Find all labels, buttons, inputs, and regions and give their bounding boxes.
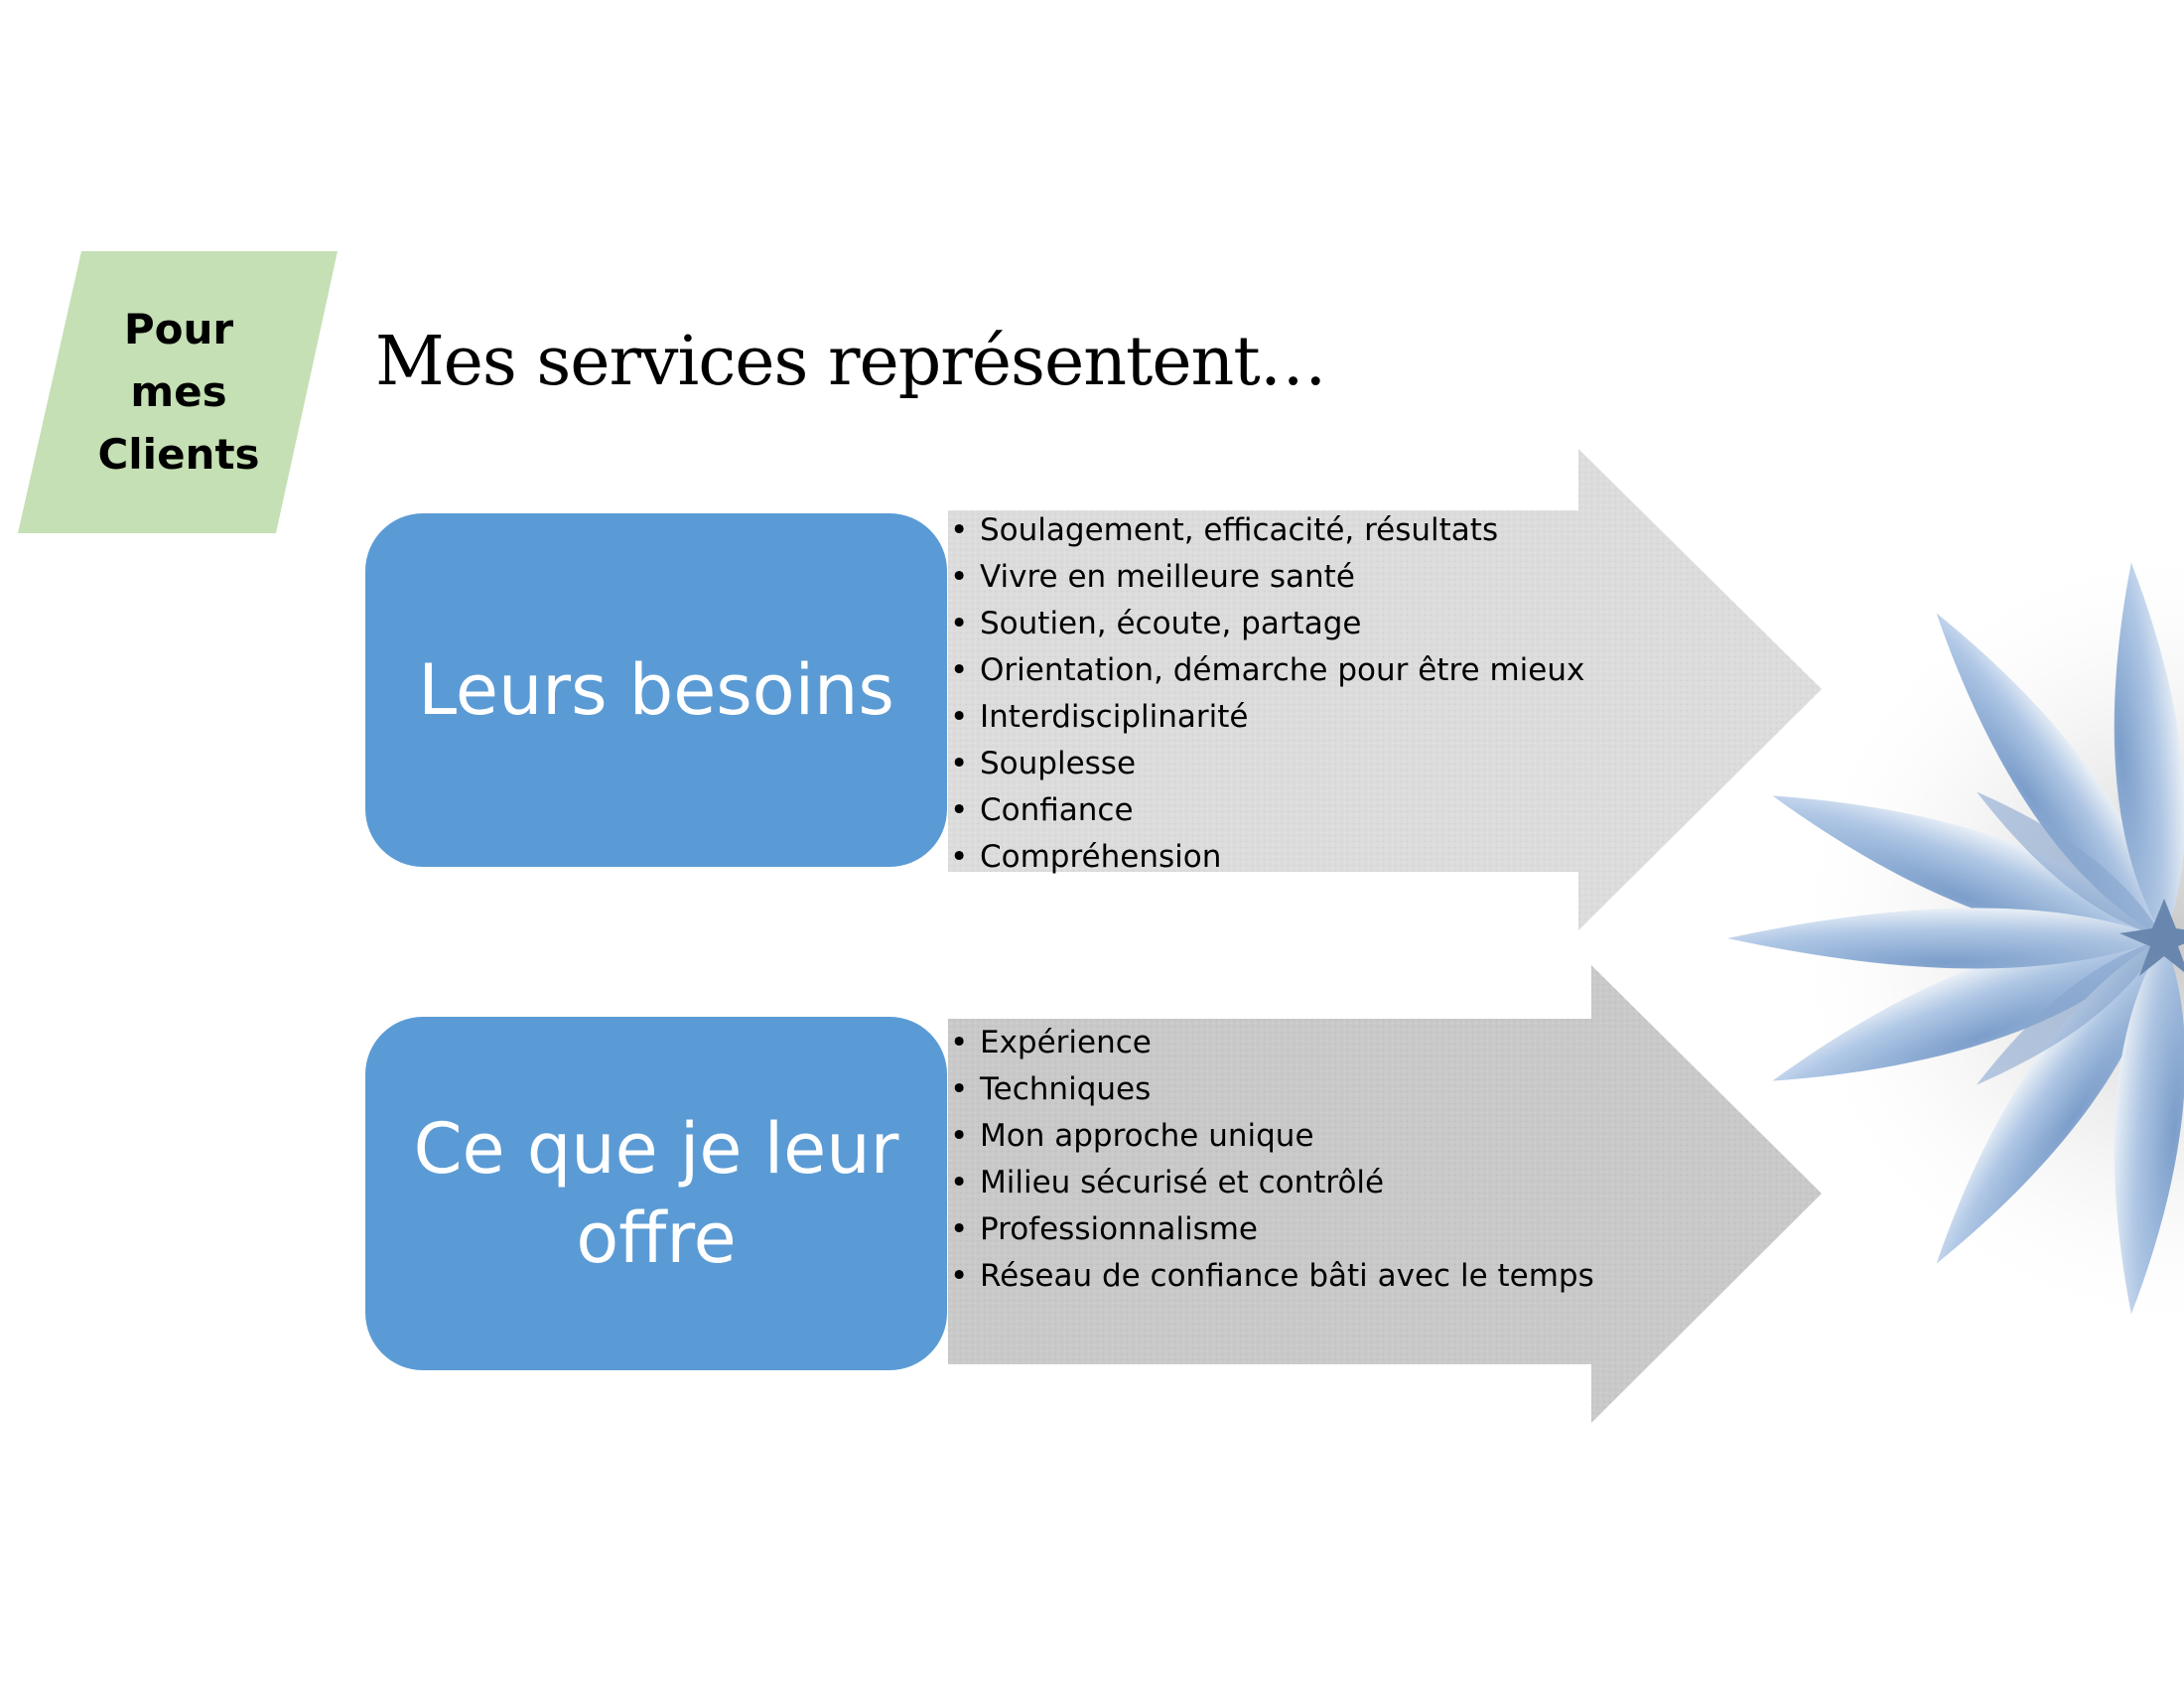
list-item: Souplesse [948,741,1584,787]
list-item: Compréhension [948,834,1584,881]
page-title: Mes services représentent… [375,323,1327,401]
list-item: Confiance [948,787,1584,834]
list-item: Soutien, écoute, partage [948,601,1584,647]
node-ce-que-je-leur-offre: Ce que je leur offre [365,1017,947,1370]
tag-shape [18,251,338,533]
list-item: Réseau de confiance bâti avec le temps [948,1253,1594,1300]
bullet-list-offre: Expérience Techniques Mon approche uniqu… [948,1020,1594,1300]
list-item: Interdisciplinarité [948,694,1584,741]
list-item: Orientation, démarche pour être mieux [948,647,1584,694]
list-item: Professionnalisme [948,1206,1594,1253]
tag-label: Pour mes Clients [97,305,260,479]
node-leurs-besoins: Leurs besoins [365,513,947,867]
list-item: Expérience [948,1020,1594,1066]
list-item: Techniques [948,1066,1594,1113]
list-item: Vivre en meilleure santé [948,554,1584,601]
bullet-list-besoins: Soulagement, efficacité, résultats Vivre… [948,507,1584,881]
lotus-flower-icon [1727,521,2184,1355]
list-item: Soulagement, efficacité, résultats [948,507,1584,554]
list-item: Milieu sécurisé et contrôlé [948,1160,1594,1206]
list-item: Mon approche unique [948,1113,1594,1160]
